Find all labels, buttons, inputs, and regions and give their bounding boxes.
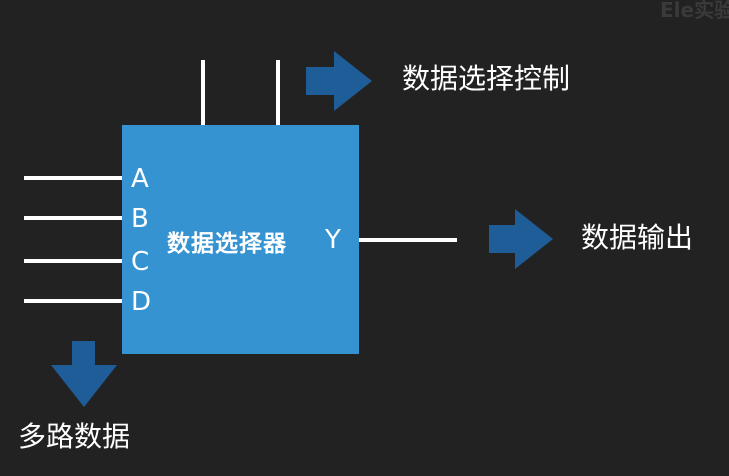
block-title: 数据选择器 <box>167 231 287 257</box>
multiplexer-block <box>122 125 359 354</box>
pin-label-b: B <box>131 204 149 234</box>
output-label: 数据输出 <box>581 221 694 254</box>
pin-label-y: Y <box>325 225 341 255</box>
output-arrow-icon <box>489 209 553 269</box>
control-arrow-icon <box>306 51 372 111</box>
pin-label-c: C <box>131 247 150 277</box>
pin-label-d: D <box>131 287 152 317</box>
pin-label-a: A <box>131 164 149 194</box>
inputs-label: 多路数据 <box>18 420 131 453</box>
input-arrow-icon <box>51 341 117 407</box>
control-label: 数据选择控制 <box>402 62 571 95</box>
watermark: Ele实验 <box>660 0 729 22</box>
